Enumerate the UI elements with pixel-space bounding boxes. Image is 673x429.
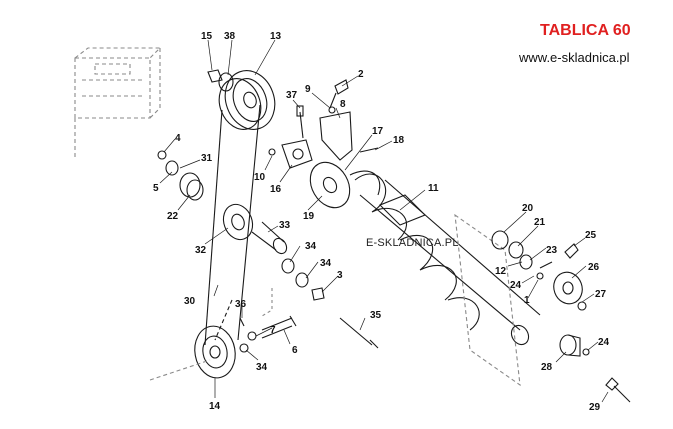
callout-38: 38 bbox=[224, 31, 236, 42]
callout-18: 18 bbox=[393, 135, 405, 146]
callout-17: 17 bbox=[372, 126, 384, 137]
callout-27: 27 bbox=[595, 289, 607, 300]
nut-15 bbox=[207, 69, 223, 83]
right-bearing-assembly bbox=[491, 230, 587, 311]
source-url[interactable]: www.e-skladnica.pl bbox=[519, 50, 630, 65]
callout-9: 9 bbox=[305, 84, 311, 95]
lower-guide bbox=[149, 359, 211, 381]
bolt-29 bbox=[605, 377, 631, 403]
drive-belt bbox=[204, 104, 261, 346]
casing-outline bbox=[454, 213, 521, 387]
callout-34-middle: 34 bbox=[320, 258, 332, 269]
washer-38 bbox=[218, 72, 234, 92]
nut-3 bbox=[311, 287, 325, 301]
callout-36: 36 bbox=[235, 299, 247, 310]
callout-8: 8 bbox=[340, 99, 346, 110]
callout-1: 1 bbox=[524, 295, 530, 306]
callout-22: 22 bbox=[167, 211, 179, 222]
callout-24-lower: 24 bbox=[598, 337, 610, 348]
washer-7 bbox=[247, 331, 257, 341]
bolt-2 bbox=[329, 79, 349, 109]
shaft-33 bbox=[251, 221, 288, 255]
callout-26: 26 bbox=[588, 262, 600, 273]
bolt-35 bbox=[339, 317, 379, 349]
callout-34-upper: 34 bbox=[305, 241, 317, 252]
callout-4: 4 bbox=[175, 133, 181, 144]
middle-pulley-32 bbox=[222, 203, 254, 241]
bearing-stack-left bbox=[157, 150, 204, 201]
callout-23: 23 bbox=[546, 245, 558, 256]
bolt-6 bbox=[261, 315, 297, 339]
washer-34b bbox=[295, 272, 309, 288]
callout-2: 2 bbox=[358, 69, 364, 80]
callout-31: 31 bbox=[201, 153, 213, 164]
washer-24b bbox=[582, 348, 590, 356]
sheet-title: TABLICA 60 bbox=[540, 22, 631, 39]
auger-shaft-11 bbox=[349, 170, 541, 346]
pin-9 bbox=[328, 106, 336, 114]
callout-16: 16 bbox=[270, 184, 282, 195]
callout-35: 35 bbox=[370, 310, 382, 321]
callout-30: 30 bbox=[184, 296, 196, 307]
callout-10: 10 bbox=[254, 172, 266, 183]
callout-20: 20 bbox=[522, 203, 534, 214]
bushing-28 bbox=[559, 334, 581, 357]
callout-37: 37 bbox=[286, 90, 298, 101]
callout-14: 14 bbox=[209, 401, 221, 412]
callout-labels: 15 38 13 2 9 8 37 4 31 5 17 18 22 10 16 … bbox=[153, 31, 610, 413]
lower-pulley-14 bbox=[194, 325, 236, 379]
callout-25: 25 bbox=[585, 230, 597, 241]
callout-12: 12 bbox=[495, 266, 507, 277]
leader-lines bbox=[159, 39, 609, 403]
washer-34a bbox=[281, 258, 295, 274]
callout-15: 15 bbox=[201, 31, 213, 42]
callout-24-upper: 24 bbox=[510, 280, 522, 291]
callout-6: 6 bbox=[292, 345, 298, 356]
callout-28: 28 bbox=[541, 362, 553, 373]
callout-19: 19 bbox=[303, 211, 315, 222]
callout-13: 13 bbox=[270, 31, 282, 42]
callout-11: 11 bbox=[428, 183, 439, 194]
machine-frame-outline bbox=[74, 47, 162, 160]
callout-32: 32 bbox=[195, 245, 207, 256]
callout-3: 3 bbox=[337, 270, 343, 281]
washer-34c bbox=[239, 343, 249, 353]
callout-29: 29 bbox=[589, 402, 601, 413]
callout-5: 5 bbox=[153, 183, 159, 194]
watermark-text: E-SKLADNICA.PL bbox=[366, 237, 459, 249]
key-36 bbox=[239, 317, 245, 327]
callout-7: 7 bbox=[270, 325, 276, 336]
upper-pulley bbox=[218, 70, 276, 130]
pin-18 bbox=[359, 147, 379, 153]
callout-34-lower: 34 bbox=[256, 362, 268, 373]
bracket-8 bbox=[319, 111, 353, 161]
bolt-10 bbox=[268, 148, 276, 156]
guide-line bbox=[261, 288, 273, 317]
callout-21: 21 bbox=[534, 217, 546, 228]
tensioner-16 bbox=[281, 105, 313, 169]
callout-33: 33 bbox=[279, 220, 291, 231]
flange-plate-17 bbox=[309, 161, 351, 209]
